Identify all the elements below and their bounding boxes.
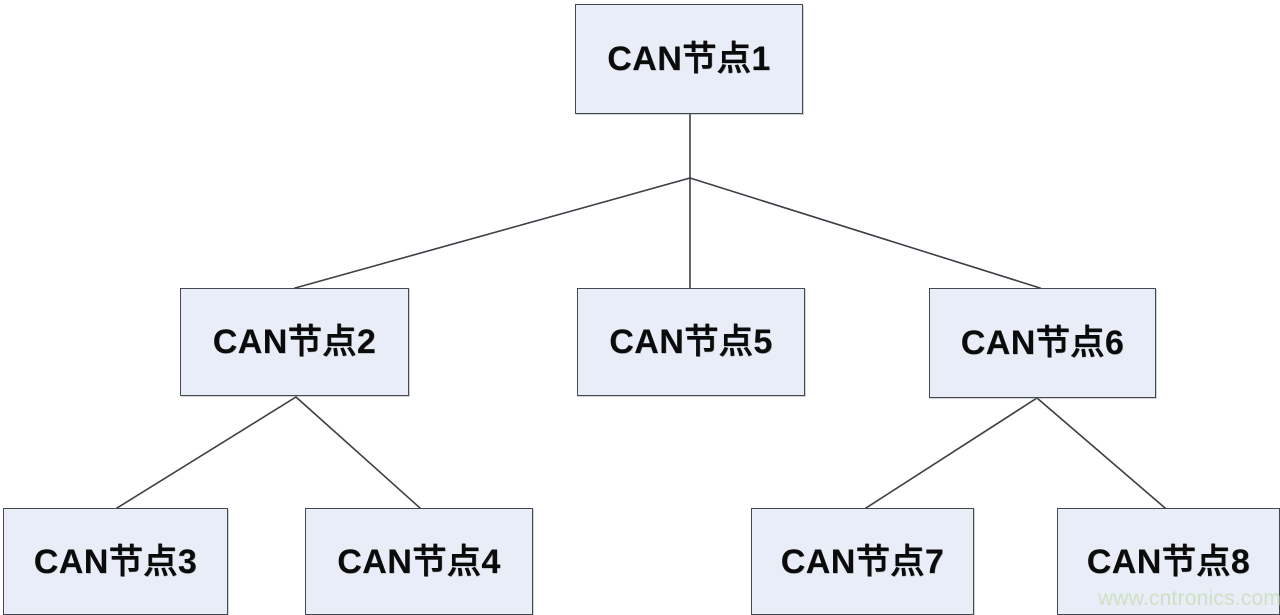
edge-junction-to-node2 bbox=[294, 177, 691, 289]
edge-node2-to-node4 bbox=[294, 395, 422, 510]
node-label: CAN节点8 bbox=[1086, 542, 1251, 581]
node-label: CAN节点1 bbox=[607, 40, 771, 78]
node-label: CAN节点7 bbox=[780, 542, 945, 581]
node-label: CAN节点3 bbox=[33, 542, 198, 581]
edge-junction-to-node6 bbox=[688, 176, 1042, 290]
node-label: CAN节点6 bbox=[960, 324, 1125, 362]
node-can-7[interactable]: CAN节点7 bbox=[751, 508, 974, 615]
edge-node2-to-node3 bbox=[115, 395, 298, 510]
node-can-5[interactable]: CAN节点5 bbox=[577, 288, 805, 396]
edge-node6-to-node8 bbox=[1035, 396, 1167, 510]
node-can-1[interactable]: CAN节点1 bbox=[575, 4, 803, 114]
node-can-3[interactable]: CAN节点3 bbox=[3, 508, 228, 615]
node-can-2[interactable]: CAN节点2 bbox=[180, 288, 409, 396]
node-label: CAN节点4 bbox=[337, 542, 501, 581]
node-can-6[interactable]: CAN节点6 bbox=[929, 288, 1156, 398]
node-can-8[interactable]: CAN节点8 bbox=[1057, 508, 1280, 615]
node-label: CAN节点2 bbox=[212, 323, 377, 361]
node-can-4[interactable]: CAN节点4 bbox=[305, 508, 533, 615]
edge-node6-to-node7 bbox=[864, 396, 1039, 510]
node-label: CAN节点5 bbox=[609, 323, 773, 361]
